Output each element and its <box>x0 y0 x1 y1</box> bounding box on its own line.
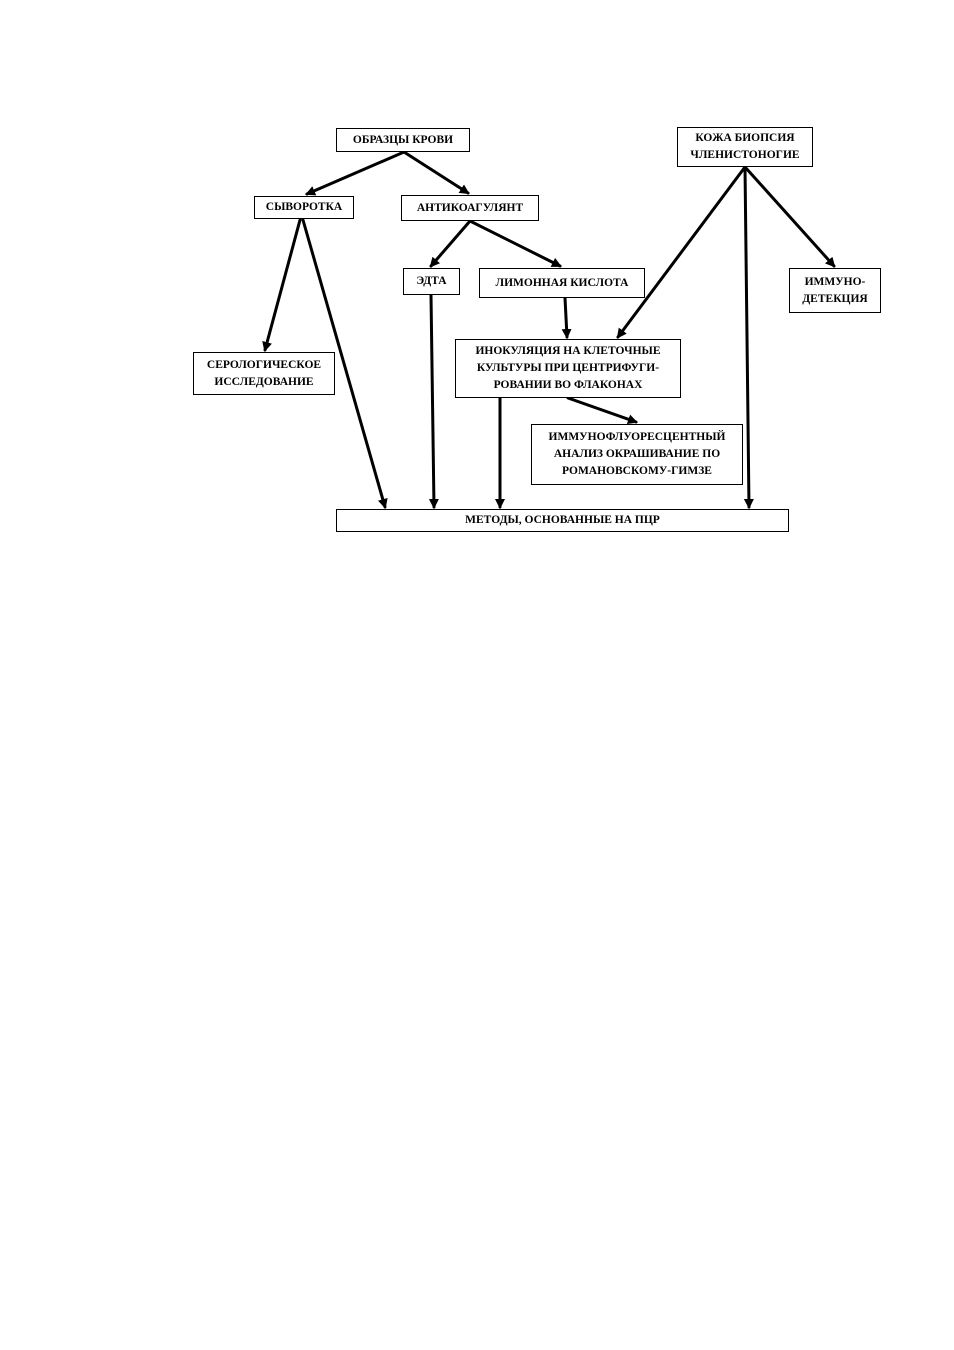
edge-edta-to-pcr <box>428 293 439 509</box>
node-serum: СЫВОРОТКА <box>254 196 354 219</box>
edge-inoculation-to-ifa <box>566 396 638 425</box>
node-citric-acid: ЛИМОННАЯ КИСЛОТА <box>479 268 645 298</box>
edge-blood-to-anticoagulant <box>402 150 470 195</box>
node-edta: ЭДТА <box>403 268 460 295</box>
node-blood-samples: ОБРАЗЦЫ КРОВИ <box>336 128 470 152</box>
edge-skin-to-pcr <box>743 165 754 509</box>
edge-skin-to-immunodetection <box>743 165 836 268</box>
node-anticoagulant: АНТИКОАГУЛЯНТ <box>401 195 539 221</box>
node-pcr-methods: МЕТОДЫ, ОСНОВАННЫЕ НА ПЦР <box>336 509 789 532</box>
node-cell-culture-inoculation: ИНОКУЛЯЦИЯ НА КЛЕТОЧНЫЕ КУЛЬТУРЫ ПРИ ЦЕН… <box>455 339 681 398</box>
node-immunodetection: ИММУНО- ДЕТЕКЦИЯ <box>789 268 881 313</box>
edge-anticoagulant-to-edta <box>429 219 472 268</box>
edge-anticoagulant-to-citric <box>468 219 562 268</box>
node-immunofluorescence-analysis: ИММУНОФЛУОРЕСЦЕНТНЫЙ АНАЛИЗ ОКРАШИВАНИЕ … <box>531 424 743 485</box>
edge-serum-to-serological <box>262 218 302 352</box>
node-skin-biopsy-arthropods: КОЖА БИОПСИЯ ЧЛЕНИСТОНОГИЕ <box>677 127 813 167</box>
node-serological-study: СЕРОЛОГИЧЕСКОЕ ИССЛЕДОВАНИЕ <box>193 352 335 395</box>
edge-skin-to-inoculation <box>616 165 747 339</box>
edge-citric-to-inoculation <box>561 296 572 339</box>
edge-blood-to-serum <box>305 150 406 196</box>
